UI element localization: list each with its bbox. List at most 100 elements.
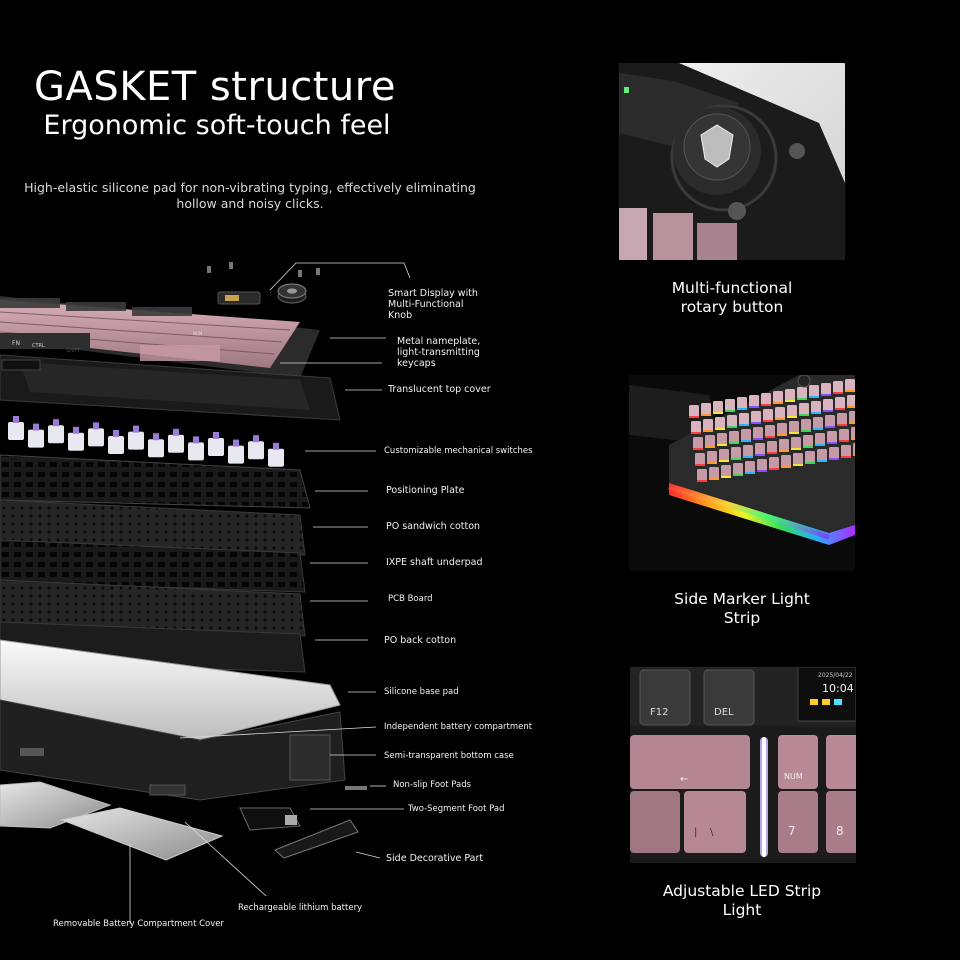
- rgb-key-glow: [739, 424, 749, 426]
- callout-switches: Customizable mechanical switches: [384, 446, 533, 456]
- rgb-keycap: [729, 431, 739, 443]
- switch-body: [28, 429, 44, 448]
- caption-side-light-line-1: Side Marker Light: [674, 590, 810, 608]
- screws: [207, 262, 320, 277]
- callout-battery-compartment: Independent battery compartment: [384, 722, 533, 732]
- rgb-keyboard-illustration: [629, 375, 855, 545]
- bottom-case-layer: [0, 699, 346, 801]
- rgb-key-glow: [693, 448, 703, 450]
- page-title: GASKET structure: [34, 64, 396, 110]
- caption-led-strip-line-1: Adjustable LED Strip: [662, 882, 822, 900]
- rgb-keycap: [769, 457, 779, 469]
- caption-rotary: Multi-functional rotary button: [632, 279, 832, 317]
- rgb-keycap: [695, 453, 705, 465]
- rgb-keycap: [785, 389, 795, 401]
- callout-smart-display: Smart Display with Multi-Functional Knob: [388, 288, 478, 321]
- callout-bottom-case: Semi-transparent bottom case: [384, 751, 514, 761]
- rgb-keycap: [829, 447, 839, 459]
- callout-smart-display-line-2: Multi-Functional: [388, 299, 464, 310]
- switch-stem: [113, 430, 119, 437]
- shift-key-legend: SHIFT: [66, 348, 81, 354]
- callout-ixpe: IXPE shaft underpad: [386, 557, 483, 568]
- silicone-pad-layer: [0, 639, 341, 741]
- rgb-key-glow: [725, 410, 735, 412]
- rgb-keycap: [825, 415, 835, 427]
- rgb-key-glow: [793, 464, 803, 466]
- rgb-key-glow: [811, 412, 821, 414]
- rgb-key-glow: [733, 474, 743, 476]
- callout-nameplate-line-2: light-transmitting: [397, 347, 480, 358]
- rgb-keycap: [713, 401, 723, 413]
- switch-stem: [13, 416, 19, 423]
- rgb-key-glow: [837, 424, 847, 426]
- switch-body: [168, 434, 184, 453]
- callout-battery-cover: Removable Battery Compartment Cover: [53, 919, 224, 929]
- rgb-keycap: [717, 433, 727, 445]
- description: High-elastic silicone pad for non-vibrat…: [20, 180, 480, 212]
- rgb-key-glow: [847, 406, 855, 408]
- callout-plate: Positioning Plate: [386, 485, 465, 496]
- seven-key-legend: 7: [788, 824, 796, 838]
- keycaps-layer: FN CTRL SHIFT NUM: [0, 296, 320, 378]
- rgb-keycap: [719, 449, 729, 461]
- rgb-keycap: [781, 455, 791, 467]
- rgb-key-glow: [789, 432, 799, 434]
- rgb-keycap: [845, 379, 855, 391]
- rgb-key-glow: [695, 464, 705, 466]
- rgb-keycap: [801, 419, 811, 431]
- rgb-keycap: [827, 431, 837, 443]
- side-light-photo: [629, 375, 855, 571]
- rgb-key-glow: [781, 466, 791, 468]
- switch-stem: [213, 432, 219, 439]
- num-lock-key-legend: NUM: [784, 772, 803, 781]
- rgb-key-glow: [691, 432, 701, 434]
- caption-rotary-line-1: Multi-functional: [671, 279, 793, 297]
- rgb-keycap: [811, 401, 821, 413]
- screen-date: 2025/04/22: [818, 672, 853, 679]
- callout-silicone: Silicone base pad: [384, 687, 459, 697]
- rgb-key-glow: [785, 400, 795, 402]
- switch-body: [208, 438, 224, 456]
- rgb-keycap: [691, 421, 701, 433]
- rgb-key-glow: [713, 412, 723, 414]
- callout-smart-display-line-1: Smart Display with: [388, 288, 478, 299]
- rgb-key-glow: [719, 460, 729, 462]
- rgb-key-glow: [705, 446, 715, 448]
- rgb-keycap: [849, 411, 855, 423]
- rgb-key-glow: [769, 468, 779, 470]
- rgb-key-glow: [851, 438, 855, 440]
- rgb-key-glow: [833, 392, 843, 394]
- rgb-key-glow: [853, 454, 855, 456]
- rgb-key-glow: [721, 476, 731, 478]
- rgb-key-glow: [761, 404, 771, 406]
- rgb-keycap: [777, 423, 787, 435]
- rgb-keycap: [757, 459, 767, 471]
- rgb-keycap: [803, 435, 813, 447]
- rgb-key-glow: [797, 398, 807, 400]
- rgb-key-glow: [745, 472, 755, 474]
- exploded-keyboard-diagram: FN CTRL SHIFT NUM: [0, 262, 411, 924]
- rgb-keycap: [821, 383, 831, 395]
- switch-body: [248, 441, 264, 460]
- rgb-key-glow: [829, 458, 839, 460]
- rgb-key-glow: [777, 434, 787, 436]
- rgb-keycap: [837, 413, 847, 425]
- rgb-keycap: [789, 421, 799, 433]
- rgb-key-glow: [787, 416, 797, 418]
- switch-stem: [33, 423, 39, 431]
- callout-nameplate-line-1: Metal nameplate,: [397, 336, 481, 347]
- rgb-key-glow: [817, 460, 827, 462]
- rgb-keycap: [749, 395, 759, 407]
- rgb-keycap: [813, 417, 823, 429]
- caption-led-strip-line-2: Light: [722, 901, 762, 919]
- rgb-key-glow: [803, 446, 813, 448]
- rgb-key-glow: [775, 418, 785, 420]
- rgb-keycap: [853, 443, 855, 455]
- callout-lithium-battery: Rechargeable lithium battery: [238, 903, 363, 913]
- ixpe-layer: [0, 539, 306, 593]
- display-knob-module: [217, 283, 307, 305]
- switch-body: [88, 428, 104, 447]
- switch-stem: [173, 428, 179, 436]
- rgb-keycap: [799, 403, 809, 415]
- rgb-keycap: [697, 469, 707, 481]
